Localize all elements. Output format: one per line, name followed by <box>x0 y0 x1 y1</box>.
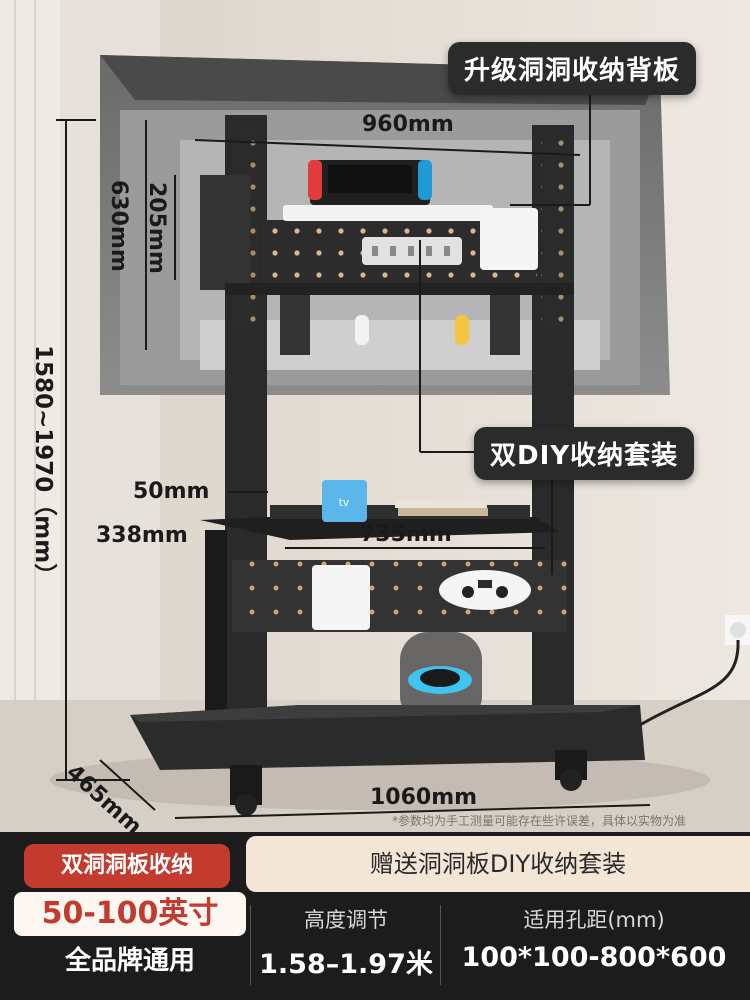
dim-width-top: 960mm <box>362 112 454 137</box>
joycon-white-icon <box>355 315 369 345</box>
dim-panel-height: 630mm <box>106 180 131 272</box>
tv-size-range: 50-100英寸 <box>14 892 246 936</box>
speaker-icon <box>400 632 482 724</box>
callout-upgrade-pegboard: 升级洞洞收纳背板 <box>448 42 697 95</box>
spec-separator <box>250 905 251 985</box>
spec-height-value: 1.58–1.97米 <box>259 949 433 980</box>
apple-tv-box-icon: tv <box>322 480 367 522</box>
dim-shelf-height: 205mm <box>144 182 169 274</box>
dimension-lines <box>56 78 651 819</box>
spec-vesa-value: 100*100-800*600 <box>461 942 727 973</box>
controller-icon <box>439 570 531 610</box>
dim-shelf-width: 735mm <box>360 522 452 547</box>
stand-base <box>130 705 645 816</box>
dim-shelf-depth: 338mm <box>96 523 188 548</box>
svg-text:tv: tv <box>339 496 350 509</box>
storage-bin-front <box>312 565 370 630</box>
spec-vesa-label: 适用孔距(mm) <box>523 908 665 932</box>
game-console-icon <box>283 160 493 221</box>
callout-diy-storage: 双DIY收纳套装 <box>474 427 695 480</box>
measurement-note: *参数均为手工测量可能存在些许误差，具体以实物为准 <box>392 814 687 828</box>
joycon-yellow-icon <box>455 315 469 345</box>
pegboard-tag: 双洞洞板收纳 <box>24 844 230 888</box>
storage-bin-top <box>480 208 538 270</box>
brand-compatibility: 全品牌通用 <box>64 946 195 976</box>
gift-banner: 赠送洞洞板DIY收纳套装 <box>246 836 750 892</box>
power-outlet-icon <box>639 615 750 727</box>
dim-height-left: 1580~1970（mm） <box>30 345 56 587</box>
power-strip-icon <box>362 237 462 265</box>
window-blinds <box>0 0 60 820</box>
spec-height-label: 高度调节 <box>304 908 388 932</box>
dim-column-gap: 50mm <box>133 479 210 504</box>
books <box>395 500 488 516</box>
dim-base-width: 1060mm <box>370 785 478 810</box>
spec-separator <box>440 905 441 985</box>
